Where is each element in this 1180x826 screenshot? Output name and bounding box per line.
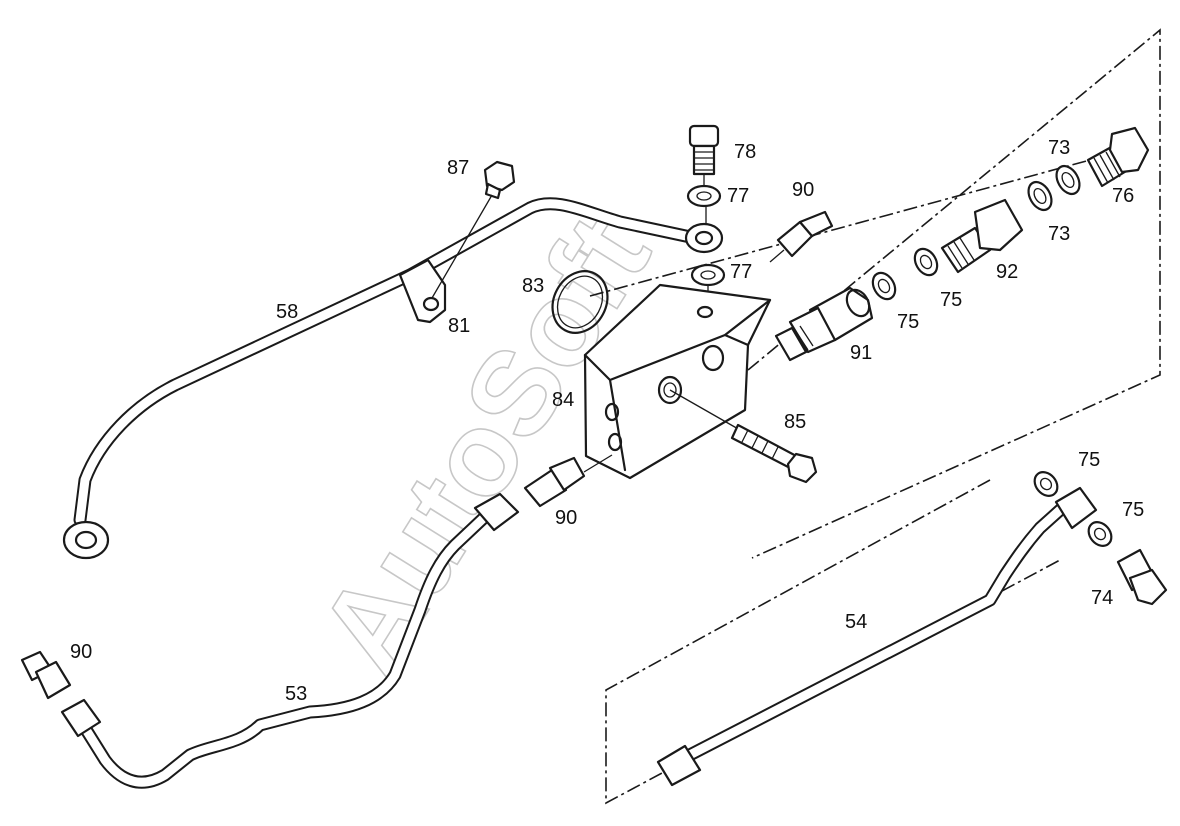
bolt-85 [669, 389, 818, 484]
fitting-90-middle [523, 454, 613, 508]
washer-77-upper [686, 184, 722, 208]
callout-77-upper: 77 [727, 185, 749, 207]
washer-75-d [1087, 521, 1113, 547]
callout-75-lower-top: 75 [1078, 449, 1100, 471]
valve-block [583, 283, 772, 480]
fitting-92 [940, 198, 1024, 274]
plug-76 [1086, 126, 1150, 188]
callout-90-middle: 90 [555, 507, 577, 529]
dashed-boundary-upper [747, 28, 1161, 559]
washer-73-a [1027, 180, 1053, 212]
callout-75-upper-left: 75 [897, 311, 919, 333]
washer-75-a [871, 271, 897, 301]
callout-77-lower: 77 [730, 261, 752, 283]
callout-87: 87 [447, 157, 469, 179]
washer-75-c [1033, 471, 1059, 497]
fitting-90-lower [20, 650, 72, 700]
callout-92: 92 [996, 261, 1018, 283]
washer-73-b [1055, 164, 1081, 196]
bolt-87 [431, 160, 516, 299]
pipe-53 [60, 492, 520, 789]
callout-91: 91 [850, 342, 872, 364]
washer-77-lower [690, 263, 726, 287]
callout-73-lower: 73 [1048, 223, 1070, 245]
callout-76: 76 [1112, 185, 1134, 207]
callout-81: 81 [448, 315, 470, 337]
washer-75-b [913, 247, 939, 277]
fitting-90-upper [769, 210, 834, 263]
callout-53: 53 [285, 683, 307, 705]
pipe-54 [656, 486, 1098, 787]
clamp-81 [398, 258, 447, 324]
banjo-bolt-74 [1116, 548, 1168, 606]
callout-84: 84 [552, 389, 574, 411]
banjo-bolt-78 [688, 124, 720, 176]
callout-54: 54 [845, 611, 867, 633]
callout-58: 58 [276, 301, 298, 323]
callout-83: 83 [522, 275, 544, 297]
callout-78: 78 [734, 141, 756, 163]
pipe-58 [62, 197, 724, 560]
callout-90-upper: 90 [792, 179, 814, 201]
callout-90-lower: 90 [70, 641, 92, 663]
callout-73-upper: 73 [1048, 137, 1070, 159]
callout-74: 74 [1091, 587, 1113, 609]
valve-91 [774, 286, 874, 362]
callout-85: 85 [784, 411, 806, 433]
callout-75-lower-right: 75 [1122, 499, 1144, 521]
dashed-axis-valve [589, 159, 1091, 297]
o-ring-83 [551, 270, 609, 334]
callout-75-upper-right: 75 [940, 289, 962, 311]
